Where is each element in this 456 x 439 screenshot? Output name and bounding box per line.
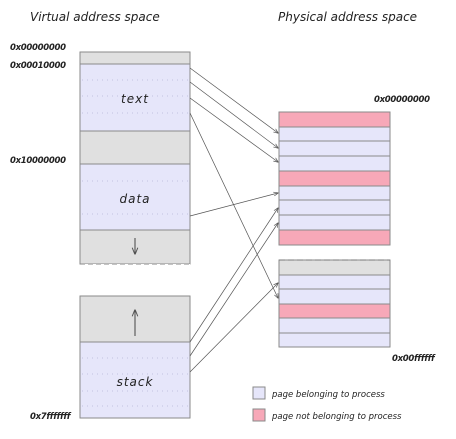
physical-page-owned bbox=[278, 332, 391, 348]
mapping-arrow bbox=[189, 97, 278, 162]
paddr-end: 0x00ffffff bbox=[392, 354, 436, 364]
stack-segment-label: stack bbox=[117, 375, 154, 389]
virtual-address-column: text data stack bbox=[79, 51, 191, 419]
mapping-arrow bbox=[189, 208, 278, 343]
stack-segment bbox=[79, 341, 191, 419]
vaddr-start: 0x00000000 bbox=[10, 43, 66, 53]
physical-page-gray bbox=[278, 259, 391, 276]
data-segment-label: data bbox=[119, 192, 150, 206]
text-segment-label: text bbox=[121, 92, 149, 106]
legend-owned-swatch bbox=[252, 386, 266, 400]
physical-address-column bbox=[278, 111, 391, 348]
mapping-arrow bbox=[189, 81, 278, 148]
physical-page-foreign bbox=[278, 303, 391, 319]
physical-page-owned bbox=[278, 155, 391, 172]
mapping-arrow bbox=[189, 223, 278, 357]
mapping-arrow bbox=[189, 193, 278, 217]
physical-page-owned bbox=[278, 288, 391, 305]
mapping-arrow bbox=[189, 112, 278, 298]
physical-page-foreign bbox=[278, 229, 391, 246]
gap-region bbox=[79, 130, 191, 165]
text-segment bbox=[79, 63, 191, 132]
page-mapping-arrows bbox=[189, 67, 278, 373]
physical-page-owned bbox=[278, 317, 391, 334]
physical-page-foreign bbox=[278, 111, 391, 128]
legend: page belonging to process page not belon… bbox=[252, 386, 402, 422]
physical-page-owned bbox=[278, 140, 391, 157]
mapping-arrow bbox=[189, 67, 278, 133]
data-segment bbox=[79, 163, 191, 231]
vaddr-data-start: 0x10000000 bbox=[10, 156, 66, 166]
physical-page-owned bbox=[278, 185, 391, 201]
vaddr-text-start: 0x00010000 bbox=[10, 61, 66, 71]
physical-page-owned bbox=[278, 214, 391, 231]
physical-page-foreign bbox=[278, 170, 391, 187]
legend-other-label: page not belonging to process bbox=[271, 412, 402, 422]
mapping-arrow bbox=[189, 283, 278, 373]
physical-title: Physical address space bbox=[278, 10, 417, 24]
unused-region bbox=[80, 264, 190, 296]
physical-page-owned bbox=[278, 126, 391, 142]
virtual-title: Virtual address space bbox=[30, 10, 160, 24]
reserved-region bbox=[79, 51, 191, 65]
legend-other-swatch bbox=[252, 408, 266, 422]
physical-page-owned bbox=[278, 199, 391, 216]
paddr-start: 0x00000000 bbox=[374, 95, 430, 105]
physical-page-owned bbox=[278, 274, 391, 290]
vaddr-end: 0x7fffffff bbox=[30, 412, 72, 422]
legend-owned-label: page belonging to process bbox=[271, 390, 385, 400]
